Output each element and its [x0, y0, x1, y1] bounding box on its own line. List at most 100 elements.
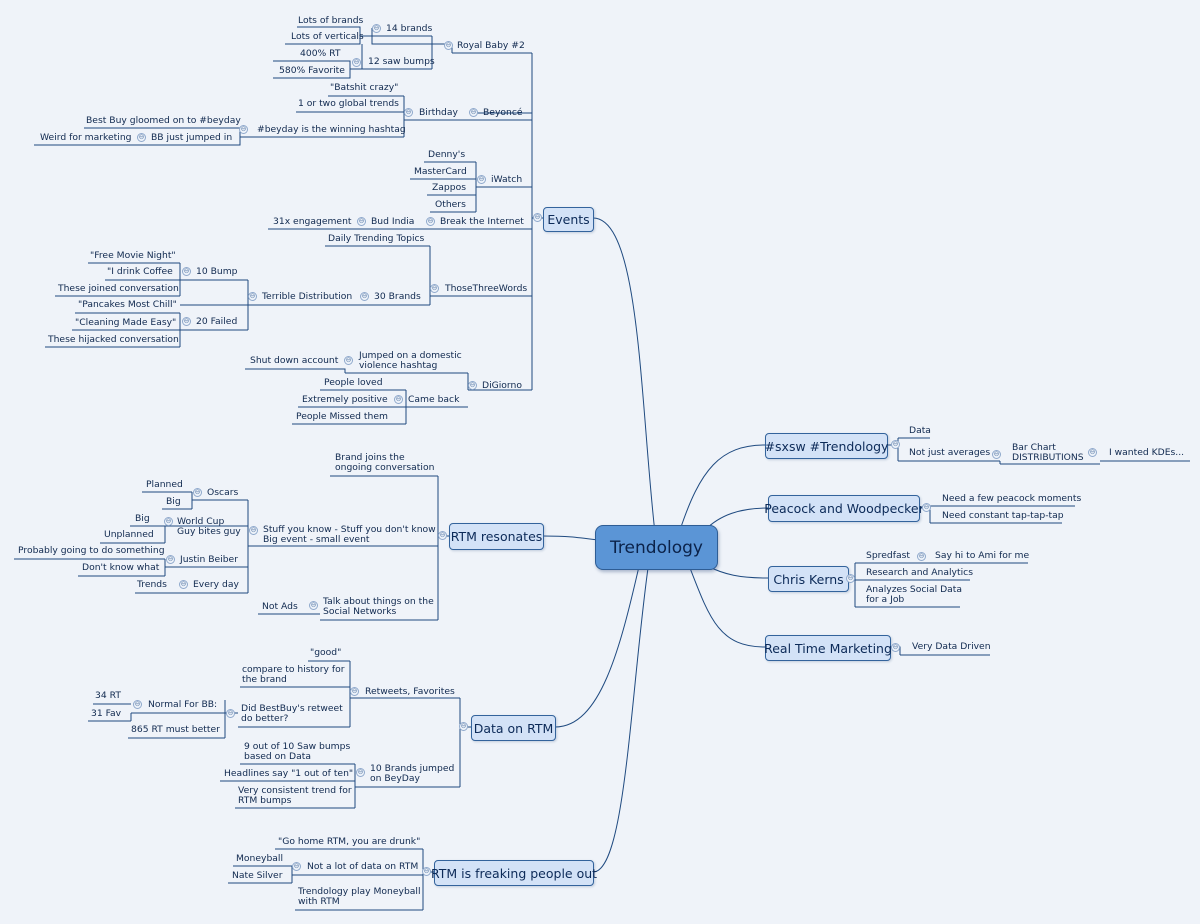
collapse-marker-icon[interactable]: ⊖: [248, 292, 257, 301]
node-iwatch[interactable]: iWatch: [491, 174, 523, 185]
node-lots-of-verticals[interactable]: Lots of verticals: [291, 31, 364, 42]
node-bb-jumped-in[interactable]: BB just jumped in: [151, 132, 233, 143]
collapse-marker-icon[interactable]: ⊖: [917, 552, 926, 561]
node-free-movie-night[interactable]: "Free Movie Night": [90, 250, 176, 261]
node-world-cup[interactable]: World Cup Guy bites guy: [177, 516, 241, 537]
node-talk-about-things[interactable]: Talk about things on the Social Networks: [323, 596, 434, 617]
node-headlines[interactable]: Headlines say "1 out of ten": [224, 768, 354, 779]
collapse-marker-icon[interactable]: ⊖: [226, 709, 235, 718]
collapse-marker-icon[interactable]: ⊖: [922, 503, 931, 512]
node-10-brands-jumped[interactable]: 10 Brands jumped on BeyDay: [370, 763, 455, 784]
node-beyonce[interactable]: Beyoncé: [483, 107, 523, 118]
collapse-marker-icon[interactable]: ⊖: [1088, 448, 1097, 457]
node-digiorno[interactable]: DiGiorno: [482, 380, 522, 391]
node-weird-for-marketing[interactable]: Weird for marketing: [40, 132, 132, 143]
node-31x-engagement[interactable]: 31x engagement: [273, 216, 352, 227]
node-14-brands[interactable]: 14 brands: [386, 23, 433, 34]
node-30-brands[interactable]: 30 Brands: [374, 291, 421, 302]
topic-events[interactable]: Events: [543, 207, 594, 232]
node-justin-beiber[interactable]: Justin Beiber: [180, 554, 238, 565]
collapse-marker-icon[interactable]: ⊖: [891, 643, 900, 652]
collapse-marker-icon[interactable]: ⊖: [356, 768, 365, 777]
node-planned[interactable]: Planned: [146, 479, 183, 490]
node-moneyball[interactable]: Moneyball: [236, 853, 284, 864]
collapse-marker-icon[interactable]: ⊖: [372, 24, 381, 33]
collapse-marker-icon[interactable]: ⊖: [533, 213, 542, 222]
node-oscars[interactable]: Oscars: [207, 487, 239, 498]
node-10-bump[interactable]: 10 Bump: [196, 266, 238, 277]
collapse-marker-icon[interactable]: ⊖: [430, 284, 439, 293]
node-brand-joins[interactable]: Brand joins the ongoing conversation: [335, 452, 435, 473]
node-others[interactable]: Others: [435, 199, 466, 210]
node-pancakes[interactable]: "Pancakes Most Chill": [78, 299, 177, 310]
node-extremely-positive[interactable]: Extremely positive: [302, 394, 388, 405]
collapse-marker-icon[interactable]: ⊖: [360, 292, 369, 301]
node-spredfast[interactable]: Spredfast: [866, 550, 910, 561]
collapse-marker-icon[interactable]: ⊖: [137, 133, 146, 142]
node-dennys[interactable]: Denny's: [428, 149, 466, 160]
node-normal-for-bb[interactable]: Normal For BB:: [148, 699, 218, 710]
node-bar-chart-distributions[interactable]: Bar Chart DISTRIBUTIONS: [1012, 442, 1084, 463]
node-every-day[interactable]: Every day: [193, 579, 239, 590]
node-these-hijacked[interactable]: These hijacked conversation: [48, 334, 179, 345]
collapse-marker-icon[interactable]: ⊖: [292, 862, 301, 871]
node-12-saw-bumps[interactable]: 12 saw bumps: [368, 56, 435, 67]
topic-data-on-rtm[interactable]: Data on RTM: [471, 715, 556, 741]
node-trends[interactable]: Trends: [137, 579, 167, 590]
collapse-marker-icon[interactable]: ⊖: [239, 125, 248, 134]
node-research-analytics[interactable]: Research and Analytics: [866, 567, 973, 578]
collapse-marker-icon[interactable]: ⊖: [846, 574, 855, 583]
node-people-missed-them[interactable]: People Missed them: [296, 411, 388, 422]
topic-rtm-resonates[interactable]: RTM resonates: [449, 523, 544, 550]
collapse-marker-icon[interactable]: ⊖: [182, 267, 191, 276]
node-tap-tap-tap[interactable]: Need constant tap-tap-tap: [942, 510, 1064, 521]
collapse-marker-icon[interactable]: ⊖: [249, 526, 258, 535]
node-big-1[interactable]: Big: [166, 496, 181, 507]
node-beyday-hashtag[interactable]: #beyday is the winning hashtag: [257, 124, 406, 135]
node-probably-going[interactable]: Probably going to do something: [18, 545, 165, 556]
node-i-drink-coffee[interactable]: "I drink Coffee: [107, 266, 173, 277]
collapse-marker-icon[interactable]: ⊖: [459, 722, 468, 731]
node-i-wanted-kdes[interactable]: I wanted KDEs...: [1109, 447, 1185, 458]
node-say-hi-to-ami[interactable]: Say hi to Ami for me: [935, 550, 1030, 561]
collapse-marker-icon[interactable]: ⊖: [891, 440, 900, 449]
collapse-marker-icon[interactable]: ⊖: [468, 381, 477, 390]
node-thosethreewords[interactable]: ThoseThreeWords: [445, 283, 528, 294]
collapse-marker-icon[interactable]: ⊖: [352, 58, 361, 67]
node-mastercard[interactable]: MasterCard: [414, 166, 467, 177]
node-did-bestbuy[interactable]: Did BestBuy's retweet do better?: [241, 703, 343, 724]
node-not-a-lot-of-data[interactable]: Not a lot of data on RTM: [307, 861, 419, 872]
collapse-marker-icon[interactable]: ⊖: [179, 580, 188, 589]
collapse-marker-icon[interactable]: ⊖: [426, 217, 435, 226]
node-dont-know-what[interactable]: Don't know what: [82, 562, 160, 573]
node-batshit-crazy[interactable]: "Batshit crazy": [330, 82, 399, 93]
node-came-back[interactable]: Came back: [408, 394, 460, 405]
collapse-marker-icon[interactable]: ⊖: [357, 217, 366, 226]
node-400-rt[interactable]: 400% RT: [300, 48, 341, 59]
collapse-marker-icon[interactable]: ⊖: [477, 175, 486, 184]
node-not-ads[interactable]: Not Ads: [262, 601, 298, 612]
node-royal-baby[interactable]: Royal Baby #2: [457, 40, 525, 51]
collapse-marker-icon[interactable]: ⊖: [193, 488, 202, 497]
node-865-rt[interactable]: 865 RT must better: [131, 724, 220, 735]
node-best-buy-gloomed[interactable]: Best Buy gloomed on to #beyday: [86, 115, 241, 126]
topic-rtm-freaking[interactable]: RTM is freaking people out: [431, 860, 597, 886]
collapse-marker-icon[interactable]: ⊖: [404, 108, 413, 117]
node-9-out-of-10[interactable]: 9 out of 10 Saw bumps based on Data: [244, 741, 351, 762]
collapse-marker-icon[interactable]: ⊖: [422, 867, 431, 876]
collapse-marker-icon[interactable]: ⊖: [166, 555, 175, 564]
topic-sxsw[interactable]: #sxsw #Trendology: [765, 433, 888, 459]
node-consistent-trend[interactable]: Very consistent trend for RTM bumps: [238, 785, 352, 806]
node-trendology-play[interactable]: Trendology play Moneyball with RTM: [298, 886, 421, 907]
node-terrible-distribution[interactable]: Terrible Distribution: [262, 291, 353, 302]
node-compare-history[interactable]: compare to history for the brand: [242, 664, 345, 685]
node-retweets-favorites[interactable]: Retweets, Favorites: [365, 686, 455, 697]
collapse-marker-icon[interactable]: ⊖: [992, 450, 1001, 459]
node-global-trends[interactable]: 1 or two global trends: [298, 98, 399, 109]
node-lots-of-brands[interactable]: Lots of brands: [298, 15, 364, 26]
node-birthday[interactable]: Birthday: [419, 107, 458, 118]
node-zappos[interactable]: Zappos: [432, 182, 466, 193]
root-topic[interactable]: Trendology: [595, 525, 718, 570]
collapse-marker-icon[interactable]: ⊖: [309, 601, 318, 610]
node-people-loved[interactable]: People loved: [324, 377, 383, 388]
